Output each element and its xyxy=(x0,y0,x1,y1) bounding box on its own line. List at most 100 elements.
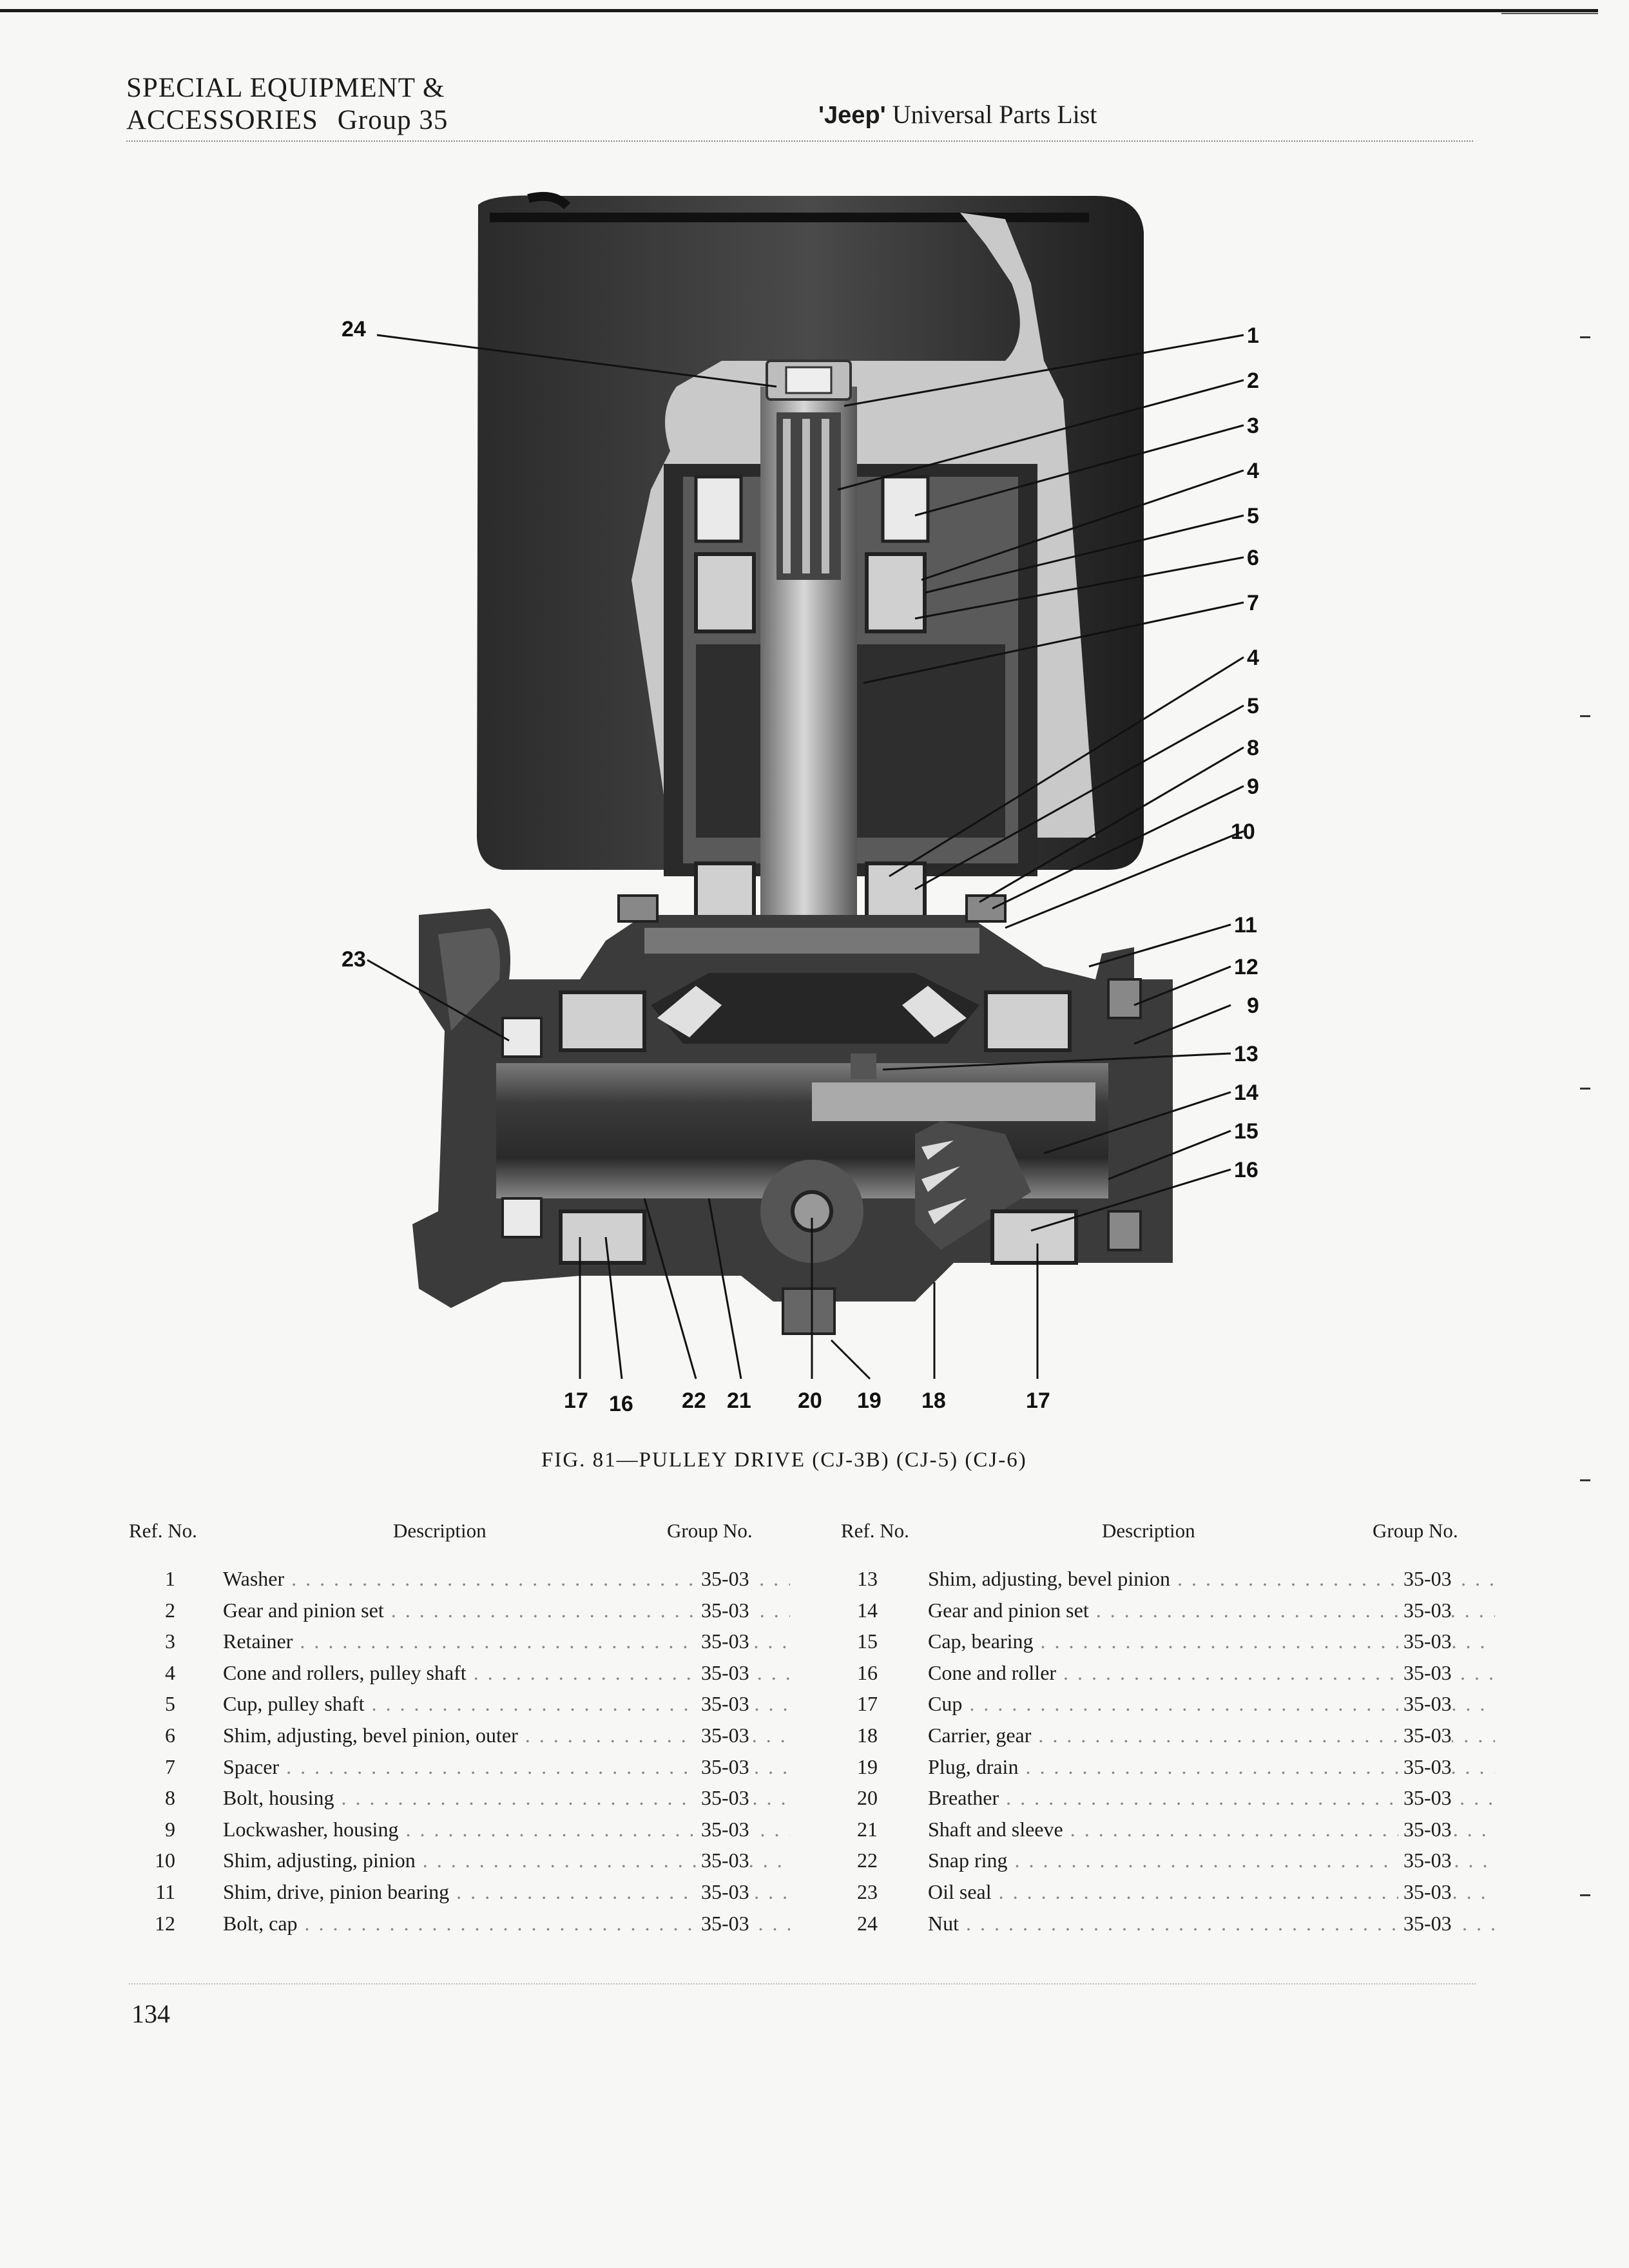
top-rule xyxy=(0,9,1598,12)
part-description: Plug, drain xyxy=(928,1755,1495,1779)
table-header-right: Ref. No. Description Group No. xyxy=(831,1514,1489,1553)
callout-18: 18 xyxy=(921,1389,946,1413)
callout-9-lower: 9 xyxy=(1247,994,1259,1018)
section-name: ACCESSORIES xyxy=(126,105,318,135)
group-no: 35-03 xyxy=(696,1629,749,1654)
group-no: 35-03 xyxy=(696,1849,749,1873)
part-description: Gear and pinion set xyxy=(928,1599,1495,1622)
part-description: Washer xyxy=(223,1567,790,1591)
margin-mark xyxy=(1580,336,1590,338)
ref-no: 14 xyxy=(857,1598,878,1622)
callout-3: 3 xyxy=(1247,414,1259,438)
callout-13: 13 xyxy=(1234,1042,1258,1066)
group-no: 35-03 xyxy=(1398,1629,1452,1654)
ref-no: 17 xyxy=(857,1692,878,1716)
ref-no: 24 xyxy=(857,1911,878,1935)
ref-no: 13 xyxy=(857,1567,878,1590)
part-description: Cap, bearing xyxy=(928,1629,1495,1653)
callout-16: 16 xyxy=(1234,1158,1258,1182)
group-no: 35-03 xyxy=(696,1692,749,1716)
part-description: Gear and pinion set xyxy=(223,1599,790,1622)
margin-mark xyxy=(1580,1894,1590,1896)
part-description: Shim, adjusting, pinion xyxy=(223,1849,790,1872)
part-description: Breather xyxy=(928,1786,1495,1810)
callout-7: 7 xyxy=(1247,591,1259,615)
callout-12: 12 xyxy=(1234,955,1258,979)
group-no: 35-03 xyxy=(1398,1849,1452,1873)
bevel-gear xyxy=(651,973,979,1044)
group-no: 35-03 xyxy=(1398,1723,1452,1747)
callout-10: 10 xyxy=(1231,820,1255,844)
callout-9: 9 xyxy=(1247,774,1259,799)
part-description: Cone and rollers, pulley shaft xyxy=(223,1661,790,1685)
callout-6: 6 xyxy=(1247,546,1259,570)
group-no: 35-03 xyxy=(1398,1911,1452,1936)
part-description: Shim, drive, pinion bearing xyxy=(223,1880,790,1904)
callout-1: 1 xyxy=(1247,323,1259,348)
leader-lines xyxy=(367,334,1244,1380)
publication-title: 'Jeep' Universal Parts List xyxy=(818,99,1097,130)
part-description: Shaft and sleeve xyxy=(928,1818,1495,1841)
group-no: 35-03 xyxy=(696,1817,749,1841)
publication-title-text: Universal Parts List xyxy=(892,100,1097,129)
ref-no: 23 xyxy=(857,1879,878,1903)
margin-mark xyxy=(1580,715,1590,717)
part-description: Cone and roller xyxy=(928,1661,1495,1685)
callout-19: 19 xyxy=(857,1389,882,1413)
callout-21: 21 xyxy=(727,1389,751,1413)
header-description: Description xyxy=(1102,1519,1195,1542)
callout-5: 5 xyxy=(1247,504,1259,528)
callout-17-right: 17 xyxy=(1026,1389,1050,1413)
table-row: 20Breather35-03 xyxy=(831,1786,1489,1818)
ref-no: 1 xyxy=(165,1567,175,1590)
part-description: Nut xyxy=(928,1912,1495,1936)
ref-no: 16 xyxy=(857,1660,878,1684)
callout-labels: 24 1 2 3 4 5 6 7 4 5 8 9 10 11 12 9 23 1… xyxy=(342,317,1259,1416)
callout-2: 2 xyxy=(1247,369,1259,393)
group-no: 35-03 xyxy=(1398,1786,1452,1811)
page-number: 134 xyxy=(131,1999,170,2028)
callout-4-lower: 4 xyxy=(1247,646,1259,670)
ref-no: 8 xyxy=(165,1786,175,1810)
part-description: Shim, adjusting, bevel pinion xyxy=(928,1567,1495,1591)
ref-no: 18 xyxy=(857,1723,878,1747)
breather-and-drain xyxy=(760,1160,863,1335)
table-header-left: Ref. No. Description Group No. xyxy=(129,1514,780,1553)
part-description: Oil seal xyxy=(928,1880,1495,1904)
ref-no: 15 xyxy=(857,1629,878,1653)
callout-17-left: 17 xyxy=(564,1389,588,1413)
group-no: 35-03 xyxy=(1398,1598,1452,1622)
group-no: 35-03 xyxy=(1398,1567,1452,1591)
part-description: Snap ring xyxy=(928,1849,1495,1872)
part-description: Bolt, housing xyxy=(223,1786,790,1810)
figure-caption: FIG. 81—PULLEY DRIVE (CJ-3B) (CJ-5) (CJ-… xyxy=(541,1448,1027,1472)
callout-20: 20 xyxy=(798,1389,822,1413)
group-no: 35-03 xyxy=(696,1911,749,1936)
part-description: Cup xyxy=(928,1692,1495,1716)
part-description: Carrier, gear xyxy=(928,1724,1495,1747)
header-group-no: Group No. xyxy=(1373,1519,1458,1542)
callout-22: 22 xyxy=(682,1389,706,1413)
ref-no: 5 xyxy=(165,1692,175,1716)
part-description: Bolt, cap xyxy=(223,1912,790,1936)
top-rule-tail xyxy=(1501,13,1598,14)
header-description: Description xyxy=(393,1519,487,1542)
header-ref-no: Ref. No. xyxy=(129,1519,197,1542)
vertical-shaft xyxy=(760,360,857,915)
group-no: 35-03 xyxy=(696,1660,749,1685)
part-description: Retainer xyxy=(223,1629,790,1653)
callout-16-bottom: 16 xyxy=(609,1392,633,1416)
table-row: 7Spacer35-03 xyxy=(129,1754,780,1787)
ref-no: 2 xyxy=(165,1598,175,1622)
callout-23: 23 xyxy=(342,947,366,972)
